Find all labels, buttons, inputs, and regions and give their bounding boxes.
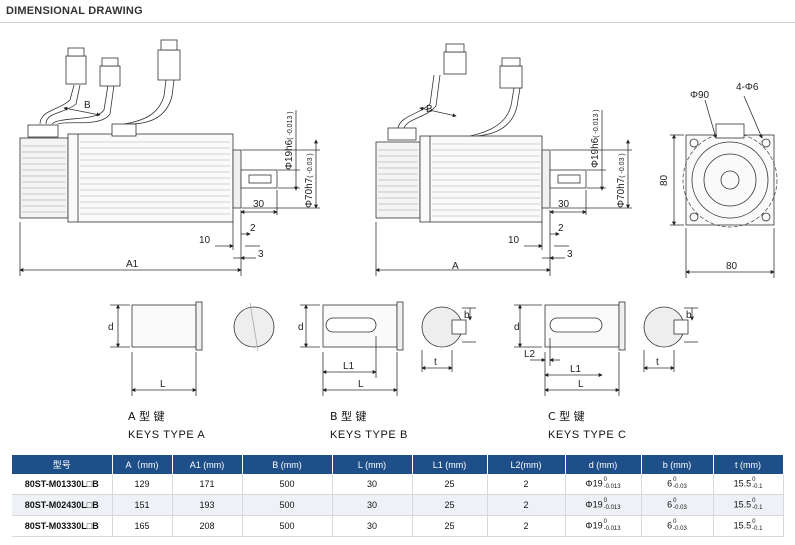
cell-l: 30 [332, 474, 413, 495]
side2-b-label: B [426, 104, 433, 115]
cell-model: 80ST-M02430L□B [12, 494, 113, 516]
header-b: B (mm) [242, 455, 333, 474]
front-height-label: 80 [659, 174, 670, 186]
key-a-caption-cn: A 型 键 [128, 409, 165, 423]
cell-a1: 193 [172, 494, 243, 516]
key-type-c-drawing [514, 301, 698, 396]
cell-b: 500 [242, 474, 333, 495]
header-l2: L2(mm) [487, 455, 566, 474]
cell-l: 30 [332, 515, 413, 537]
key-c-d-label: d [514, 322, 520, 333]
cell-a1: 171 [172, 474, 243, 495]
side2-a-label: A [452, 261, 459, 272]
cell-a: 151 [112, 494, 173, 516]
key-c-l1-label: L1 [570, 364, 582, 375]
key-b-t-label: t [434, 357, 437, 368]
key-a-d-label: d [108, 322, 114, 333]
key-c-caption-cn: C 型 键 [548, 409, 585, 423]
side1-b-label: B [84, 100, 91, 111]
cell-l: 30 [332, 494, 413, 516]
side1-10-label: 10 [199, 235, 211, 246]
motor-side-view-a [375, 43, 632, 276]
key-b-caption-cn: B 型 键 [330, 409, 367, 423]
motor-front-view [670, 95, 778, 278]
side1-a1-label: A1 [126, 259, 139, 270]
header-a1: A1 (mm) [172, 455, 243, 474]
header-l: L (mm) [332, 455, 413, 474]
spec-table-header: 型号 A（mm) A1 (mm) B (mm) L (mm) L1 (mm) L… [12, 455, 784, 474]
header-model: 型号 [12, 455, 113, 474]
key-c-t-label: t [656, 357, 659, 368]
side1-3-label: 3 [258, 249, 264, 260]
side2-10-label: 10 [508, 235, 520, 246]
cell-a1: 208 [172, 515, 243, 537]
cell-model: 80ST-M01330L□B [12, 474, 113, 495]
side1-shaft-dia: Φ19h6( -0.013 ) [284, 111, 295, 170]
key-c-b-label: b [686, 310, 692, 321]
key-c-l2-label: L2 [524, 349, 536, 360]
header-b-width: b (mm) [641, 455, 714, 474]
page-title: DIMENSIONAL DRAWING [6, 5, 143, 17]
motor-side-view-a1 [19, 39, 320, 276]
cell-l1: 25 [412, 474, 488, 495]
spec-table: 型号 A（mm) A1 (mm) B (mm) L (mm) L1 (mm) L… [12, 455, 784, 537]
side1-30-label: 30 [253, 199, 265, 210]
header-l1: L1 (mm) [412, 455, 488, 474]
key-type-b-drawing [300, 301, 476, 396]
front-width-label: 80 [726, 261, 738, 272]
side2-30-label: 30 [558, 199, 570, 210]
cell-model: 80ST-M03330L□B [12, 515, 113, 537]
header-d: d (mm) [565, 455, 642, 474]
cell-l1: 25 [412, 494, 488, 516]
dimensional-drawing: B 30 2 10 3 A1 Φ19h6( -0.013 ) Φ70h7( -0… [19, 39, 778, 441]
title-divider [0, 22, 795, 23]
side2-pilot-dia: Φ70h7( -0.03 ) [616, 153, 627, 208]
side2-2-label: 2 [558, 223, 564, 234]
key-c-caption-en: KEYS TYPE C [548, 429, 627, 441]
cell-a: 165 [112, 515, 173, 537]
key-b-d-label: d [298, 322, 304, 333]
key-c-l-label: L [578, 379, 584, 390]
key-b-b-label: b [464, 310, 470, 321]
cell-l2: 2 [487, 474, 566, 495]
front-holes-label: 4-Φ6 [736, 82, 759, 93]
side2-3-label: 3 [567, 249, 573, 260]
cell-b: 500 [242, 515, 333, 537]
key-b-caption-en: KEYS TYPE B [330, 429, 408, 441]
side1-pilot-dia: Φ70h7( -0.03 ) [304, 153, 315, 208]
key-a-l-label: L [160, 379, 166, 390]
cell-l2: 2 [487, 515, 566, 537]
key-a-caption-en: KEYS TYPE A [128, 429, 205, 441]
cell-l2: 2 [487, 494, 566, 516]
side1-2-label: 2 [250, 223, 256, 234]
key-b-l1-label: L1 [343, 361, 355, 372]
header-a: A（mm) [112, 455, 173, 474]
side2-shaft-dia: Φ19h6( -0.013 ) [590, 109, 601, 168]
key-type-a-drawing [110, 301, 275, 396]
header-t: t (mm) [713, 455, 784, 474]
cell-b: 500 [242, 494, 333, 516]
cell-l1: 25 [412, 515, 488, 537]
key-b-l-label: L [358, 379, 364, 390]
front-phi90-label: Φ90 [690, 90, 710, 101]
cell-a: 129 [112, 474, 173, 495]
